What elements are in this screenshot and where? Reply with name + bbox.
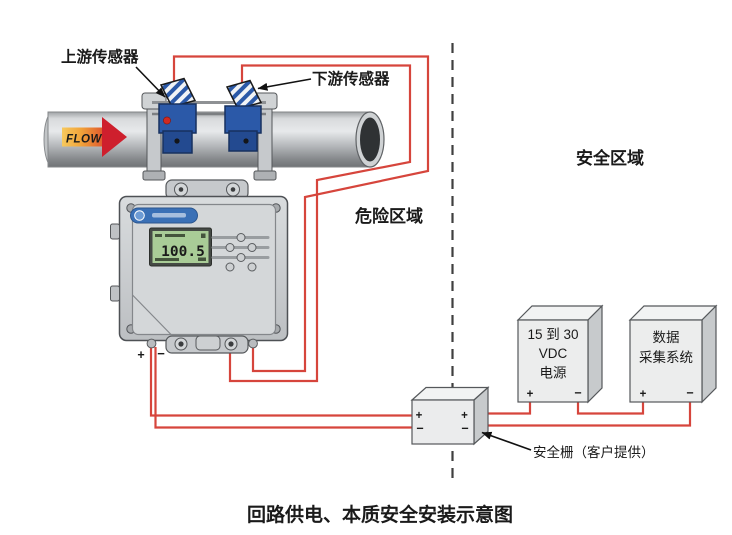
transmitter-side-tab-upper — [110, 223, 120, 240]
door-chamfer — [132, 294, 172, 335]
cable-gland-power — [146, 338, 157, 349]
flow-transmitter: 100.5 + − — [110, 179, 289, 362]
clamp-foot-downstream — [253, 170, 277, 181]
bottom-hole-right — [228, 341, 234, 347]
upstream-sensor-cap — [159, 77, 197, 108]
safe-area-label: 安全区域 — [576, 148, 644, 168]
wire-power-minus — [154, 347, 412, 429]
callouts: 上游传感器 下游传感器 危险区域 安全区域 安全栅（客户提供） — [61, 47, 655, 460]
lcd-status-smudge — [165, 234, 185, 237]
daq-label-line2: 采集系统 — [639, 350, 693, 365]
cable-gland-sensor — [248, 338, 258, 349]
keypad-button — [236, 253, 246, 262]
keypad-button — [247, 262, 257, 272]
upstream-callout-arrow — [135, 66, 166, 98]
lcd-status-smudge — [198, 257, 206, 261]
power-supply-box: 15 到 30 VDC 电源 + − — [516, 304, 604, 404]
wiring — [149, 55, 692, 429]
daq-side-face — [701, 304, 717, 404]
keypad-button — [236, 233, 246, 242]
safety-barrier-label: 安全栅（客户提供） — [533, 444, 655, 460]
downstream-sensor-base — [228, 130, 258, 152]
wire-downstream-sensor — [228, 64, 412, 383]
barrier-minus-left: − — [416, 422, 423, 436]
lcd-reading: 100.5 — [161, 244, 205, 260]
flow-arrow-tail — [62, 127, 103, 147]
flow-arrow-head — [102, 117, 127, 157]
downstream-callout-arrow — [257, 78, 312, 91]
pipe-end-opening — [360, 117, 380, 162]
barrier-front-face — [411, 399, 475, 445]
psu-minus-terminal: − — [574, 386, 581, 400]
transmitter-plus-terminal: + — [137, 348, 144, 362]
psu-side-face — [587, 304, 603, 404]
psu-front-face — [517, 319, 589, 403]
daq-top-face — [628, 305, 718, 321]
psu-label-line3: 电源 — [540, 366, 568, 381]
psu-label-line1: 15 到 30 — [527, 327, 578, 342]
safety-barrier-box: + + − − — [410, 386, 490, 446]
bottom-conduit-hub — [195, 335, 221, 351]
barrier-plus-left: + — [416, 410, 423, 422]
daq-box: 数据 采集系统 + − — [628, 304, 718, 404]
psu-plus-terminal: + — [527, 389, 534, 401]
safety-barrier-callout-arrow — [481, 431, 532, 451]
daq-label-line1: 数据 — [653, 330, 680, 345]
wire-barrier-to-psu — [488, 401, 532, 415]
downstream-sensor-body — [224, 105, 262, 134]
lcd-status-smudge — [155, 234, 162, 237]
downstream-sensor-bolt — [243, 138, 249, 144]
lcd-status-smudge — [155, 258, 179, 261]
upstream-sensor-indicator-dot — [163, 116, 171, 125]
ge-logo-icon — [134, 210, 145, 221]
transmitter-side-tab-lower — [110, 285, 120, 302]
psu-label-line2: VDC — [539, 346, 568, 361]
daq-front-face — [629, 319, 703, 403]
downstream-sensor — [224, 79, 263, 152]
daq-minus-terminal: − — [686, 386, 693, 400]
hazardous-area-label: 危险区域 — [354, 206, 423, 226]
keypad-button — [225, 262, 235, 272]
upstream-sensor — [158, 77, 197, 154]
wire-psu-to-daq — [576, 401, 645, 415]
transmitter-top-hole-right — [230, 187, 236, 192]
clamp-foot-upstream — [142, 170, 166, 181]
wire-upstream-sensor — [172, 55, 430, 373]
lcd-status-smudge — [201, 233, 206, 238]
bottom-hole-left — [178, 341, 184, 347]
downstream-sensor-cap — [225, 79, 263, 110]
downstream-sensor-label: 下游传感器 — [312, 69, 390, 88]
keypad-buttons — [225, 233, 257, 272]
wire-power-plus — [149, 347, 412, 417]
keypad-button — [247, 243, 257, 252]
figure-caption: 回路供电、本质安全安装示意图 — [247, 503, 513, 526]
flow-arrow: FLOW — [62, 117, 127, 157]
flow-label: FLOW — [66, 134, 102, 146]
barrier-minus-right: − — [461, 422, 468, 436]
upstream-sensor-label: 上游传感器 — [61, 47, 139, 66]
barrier-plus-right: + — [461, 410, 468, 422]
keypad-button — [225, 243, 235, 252]
upstream-sensor-bolt — [174, 138, 180, 144]
transmitter-minus-terminal: − — [157, 346, 165, 361]
transmitter-top-hole-left — [178, 187, 184, 192]
brand-bar-text-blur — [152, 213, 186, 218]
daq-plus-terminal: + — [640, 389, 647, 401]
wire-daq-to-barrier — [488, 401, 692, 427]
